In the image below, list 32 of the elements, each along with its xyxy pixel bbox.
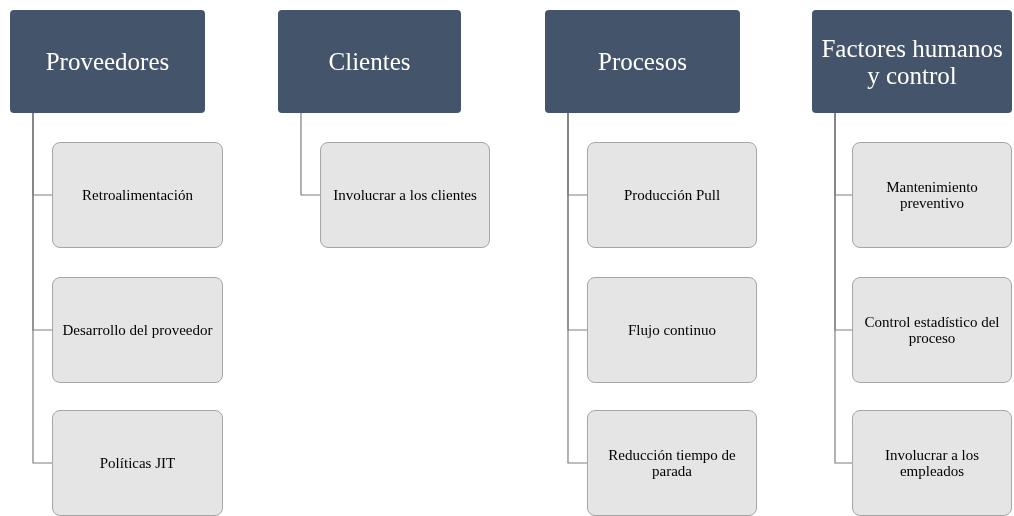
item-box (852, 410, 1012, 516)
node-text: Clientes (328, 48, 411, 75)
node-text: Control estadístico del proceso (863, 314, 1001, 346)
node-text: Retroalimentación (82, 187, 193, 203)
node-text: Involucrar a los clientes (333, 187, 477, 203)
item-box (52, 410, 223, 516)
item-box (320, 142, 490, 248)
node-text: Procesos (598, 48, 687, 75)
node-text: Políticas JIT (99, 455, 176, 471)
item-box (852, 142, 1012, 248)
node-text: Reducción tiempo de parada (607, 447, 737, 479)
node-text: Producción Pull (623, 187, 721, 203)
node-text: Factores humanos y control (820, 34, 1004, 89)
item-box (852, 277, 1012, 383)
connector-line (300, 112, 321, 196)
category-header-box (278, 10, 461, 113)
category-header-box (10, 10, 205, 113)
item-box (52, 142, 223, 248)
node-text: Proveedores (45, 48, 170, 75)
item-box (52, 277, 223, 383)
category-header-box (545, 10, 740, 113)
node-text: Flujo continuo (628, 322, 716, 338)
connector-line (834, 112, 853, 464)
item-box (587, 410, 757, 516)
node-text: Desarrollo del proveedor (62, 322, 213, 338)
item-box (587, 277, 757, 383)
connector-line (567, 112, 588, 464)
connector-line (32, 112, 53, 464)
node-text: Involucrar a los empleados (883, 447, 981, 479)
category-header-box (812, 10, 1012, 113)
node-text: Mantenimiento preventivo (885, 179, 979, 211)
item-box (587, 142, 757, 248)
